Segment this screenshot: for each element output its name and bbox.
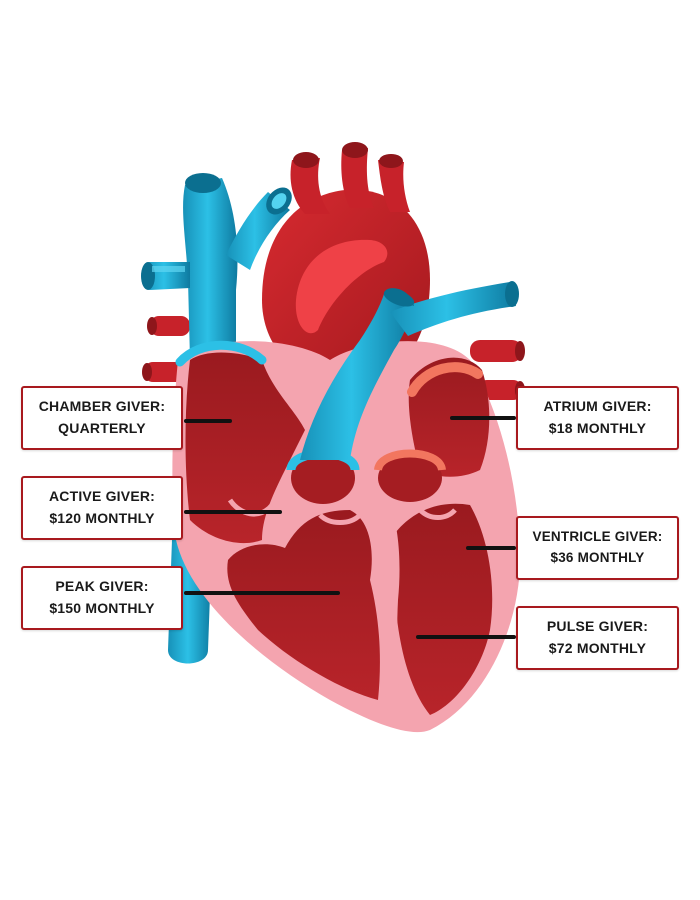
label-peak-amount: $150 MONTHLY — [49, 600, 155, 616]
right-atrium — [185, 352, 305, 544]
left-ventricle — [388, 503, 493, 715]
septum — [370, 500, 400, 712]
left-atrium — [408, 357, 490, 477]
left-atrium-rim — [407, 362, 483, 397]
label-active-title: ACTIVE GIVER: — [48, 488, 156, 505]
label-atrium-amount: $18 MONTHLY — [548, 420, 647, 436]
label-peak-title: PEAK GIVER: — [55, 578, 149, 595]
superior-vena-cava — [141, 173, 292, 360]
label-ventricle-amount: $36 MONTHLY — [550, 550, 645, 565]
label-pulse-title: PULSE GIVER: — [546, 618, 649, 635]
leader-lines — [184, 416, 516, 639]
label-pulse-giver: PULSE GIVER: $72 MONTHLY — [516, 606, 679, 670]
label-chamber-title: CHAMBER GIVER: — [38, 398, 166, 415]
label-active-giver: ACTIVE GIVER: $120 MONTHLY — [21, 476, 183, 540]
label-active-amount: $120 MONTHLY — [49, 510, 155, 526]
label-atrium-title: ATRIUM GIVER: — [543, 398, 652, 415]
pulmonary-artery — [300, 281, 519, 460]
label-atrium-giver: ATRIUM GIVER: $18 MONTHLY — [516, 386, 679, 450]
label-peak-giver: PEAK GIVER: $150 MONTHLY — [21, 566, 183, 630]
right-ventricle — [227, 510, 380, 700]
label-pulse-amount: $72 MONTHLY — [548, 640, 647, 656]
label-chamber-giver: CHAMBER GIVER: QUARTERLY — [21, 386, 183, 450]
label-ventricle-giver: VENTRICLE GIVER: $36 MONTHLY — [516, 516, 679, 580]
right-atrium-rim — [175, 340, 267, 367]
label-chamber-amount: QUARTERLY — [58, 420, 146, 436]
label-ventricle-title: VENTRICLE GIVER: — [532, 529, 663, 545]
